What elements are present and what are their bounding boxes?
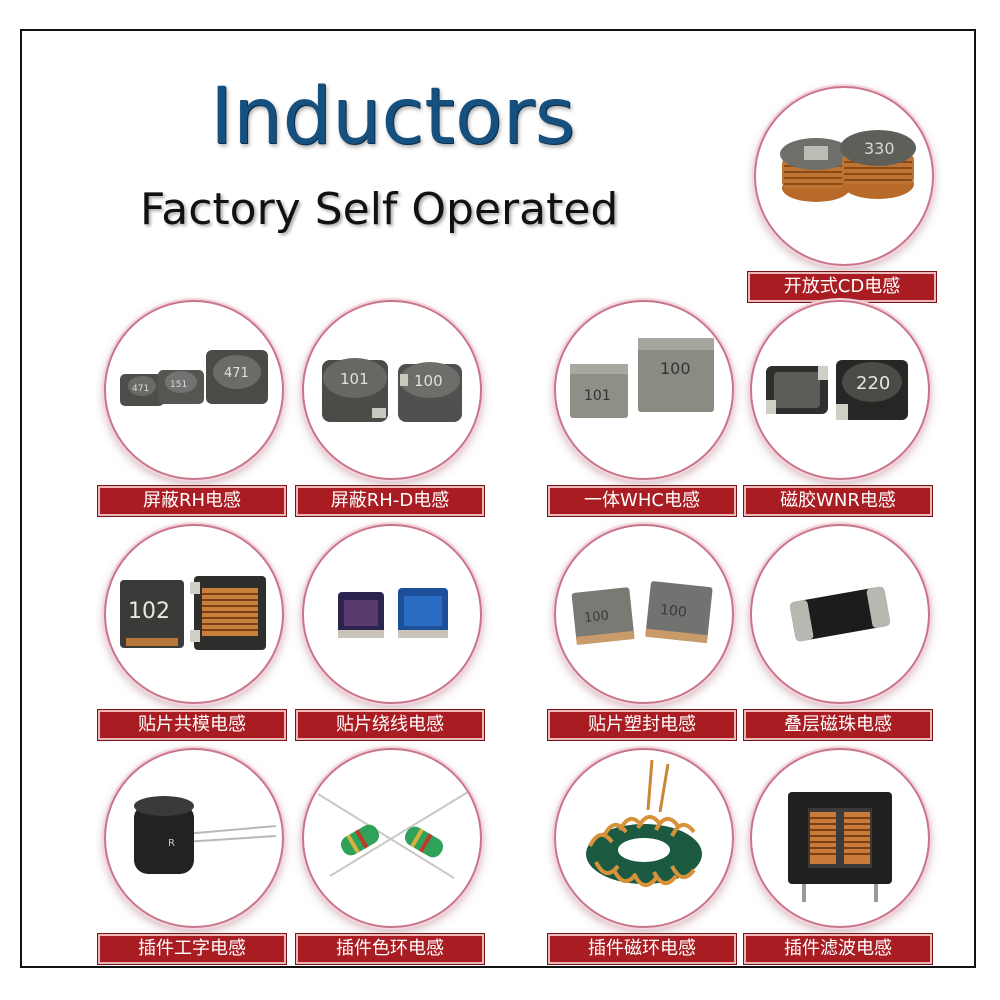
shielded-rh-d-inductor-icon: 101 100 <box>322 358 462 422</box>
product-image-circle: R <box>104 748 284 928</box>
svg-text:100: 100 <box>583 608 609 626</box>
svg-text:R: R <box>168 838 175 849</box>
product-label: 磁胶WNR电感 <box>743 485 933 517</box>
product-label: 贴片共模电感 <box>97 709 287 741</box>
shielded-rh-inductor-icon: 471 151 471 <box>120 350 268 406</box>
open-cd-marking: 330 <box>864 139 895 158</box>
radial-drum-inductor-icon: R <box>134 796 277 874</box>
product-label: 插件工字电感 <box>97 933 287 965</box>
multilayer-bead-inductor-icon <box>789 586 891 642</box>
product-image-circle: 100 100 <box>554 524 734 704</box>
product-card-radial-drum[interactable]: R 插件工字电感 <box>97 748 288 968</box>
molded-whc-inductor-icon: 101 100 <box>570 338 714 418</box>
color-ring-inductor-icon <box>317 791 469 879</box>
filter-choke-inductor-icon <box>788 792 892 902</box>
svg-text:101: 101 <box>340 370 369 388</box>
svg-text:101: 101 <box>584 388 611 404</box>
svg-text:100: 100 <box>660 359 691 378</box>
product-image-circle <box>302 524 482 704</box>
product-image-circle: 101 100 <box>554 300 734 480</box>
product-label: 屏蔽RH-D电感 <box>295 485 485 517</box>
page-subtitle: Factory Self Operated <box>140 184 619 235</box>
svg-text:151: 151 <box>170 380 187 390</box>
product-card-filter-choke[interactable]: 插件滤波电感 <box>743 748 934 968</box>
smd-wirewound-inductor-icon <box>338 588 448 638</box>
svg-text:100: 100 <box>414 372 443 390</box>
product-image-circle <box>750 524 930 704</box>
product-image-circle: 101 100 <box>302 300 482 480</box>
product-image-circle <box>302 748 482 928</box>
product-label: 插件磁环电感 <box>547 933 737 965</box>
svg-text:102: 102 <box>128 599 170 624</box>
smd-common-mode-inductor-icon: 102 <box>120 576 266 650</box>
smd-molded-inductor-icon: 100 100 <box>571 581 713 645</box>
product-label: 插件滤波电感 <box>743 933 933 965</box>
product-card-smd-wirewound[interactable]: 贴片绕线电感 <box>295 524 486 744</box>
product-card-smd-common-mode[interactable]: 102 贴片共模电感 <box>97 524 288 744</box>
product-image-circle <box>554 748 734 928</box>
product-card-shielded-rh[interactable]: 471 151 471 屏蔽RH电感 <box>97 300 288 520</box>
product-image-circle <box>750 748 930 928</box>
product-image-circle: 330 <box>754 86 934 266</box>
product-label: 贴片塑封电感 <box>547 709 737 741</box>
product-label: 插件色环电感 <box>295 933 485 965</box>
product-card-molded-whc[interactable]: 101 100 一体WHC电感 <box>547 300 738 520</box>
product-card-open-cd[interactable]: 330 开放式CD电感 <box>747 86 938 306</box>
svg-text:100: 100 <box>659 602 687 621</box>
product-label: 屏蔽RH电感 <box>97 485 287 517</box>
open-cd-inductor-icon: 330 <box>780 130 916 202</box>
product-label: 贴片绕线电感 <box>295 709 485 741</box>
product-card-multilayer-bead[interactable]: 叠层磁珠电感 <box>743 524 934 744</box>
product-image-circle: 220 <box>750 300 930 480</box>
svg-text:471: 471 <box>132 384 149 394</box>
magnetic-glue-wnr-inductor-icon: 220 <box>766 360 908 420</box>
product-image-circle: 471 151 471 <box>104 300 284 480</box>
svg-text:220: 220 <box>856 373 890 394</box>
product-card-magnetic-glue-wnr[interactable]: 220 磁胶WNR电感 <box>743 300 934 520</box>
product-label: 叠层磁珠电感 <box>743 709 933 741</box>
page-title: Inductors <box>210 72 576 162</box>
product-card-shielded-rh-d[interactable]: 101 100 屏蔽RH-D电感 <box>295 300 486 520</box>
product-card-toroidal[interactable]: 插件磁环电感 <box>547 748 738 968</box>
svg-text:471: 471 <box>224 366 249 381</box>
product-image-circle: 102 <box>104 524 284 704</box>
product-label: 开放式CD电感 <box>747 271 937 303</box>
product-card-color-ring[interactable]: 插件色环电感 <box>295 748 486 968</box>
product-card-smd-molded[interactable]: 100 100 贴片塑封电感 <box>547 524 738 744</box>
toroidal-inductor-icon <box>586 759 702 887</box>
product-label: 一体WHC电感 <box>547 485 737 517</box>
